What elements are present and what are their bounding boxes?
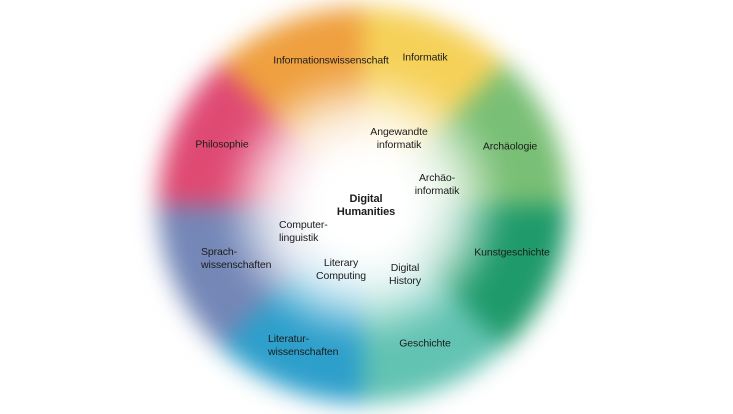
wheel-center-fade bbox=[158, 7, 568, 403]
inner-label-literary-computing: Literary Computing bbox=[316, 257, 366, 282]
segment-label-informationswissenschaft: Informationswissenschaft bbox=[273, 54, 389, 67]
inner-label-digital-history: Digital History bbox=[389, 262, 421, 287]
segment-label-philosophie: Philosophie bbox=[195, 138, 249, 151]
segment-label-informatik: Informatik bbox=[402, 51, 448, 64]
inner-label-angewandte-informatik: Angewandte informatik bbox=[370, 126, 428, 151]
segment-label-archaeologie: Archäologie bbox=[482, 140, 538, 153]
dh-color-wheel bbox=[158, 7, 568, 403]
inner-label-archaeo-informatik: Archäo- informatik bbox=[414, 172, 460, 197]
segment-label-literaturwissenschaften: Literatur- wissenschaften bbox=[268, 333, 339, 358]
segment-label-geschichte: Geschichte bbox=[399, 337, 451, 350]
center-title-digital-humanities: Digital Humanities bbox=[336, 193, 396, 218]
inner-label-computerlinguistik: Computer- linguistik bbox=[279, 219, 328, 244]
segment-label-sprachwissenschaften: Sprach- wissenschaften bbox=[201, 246, 272, 271]
segment-label-kunstgeschichte: Kunstgeschichte bbox=[474, 246, 550, 259]
